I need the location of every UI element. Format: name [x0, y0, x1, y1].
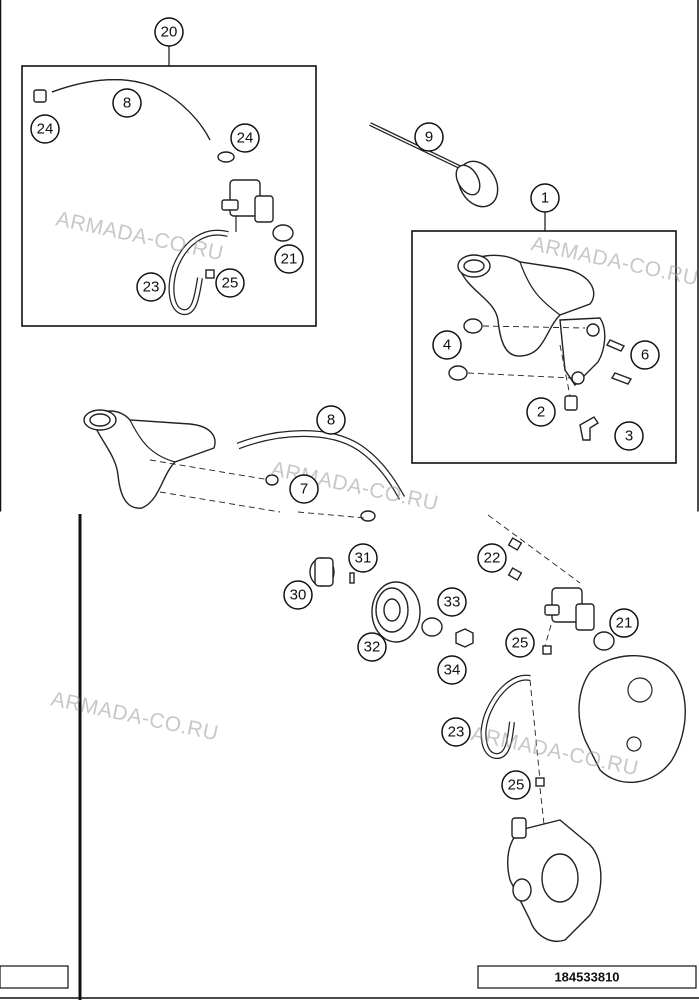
callout-22: 22	[477, 543, 507, 573]
engine-cover	[578, 655, 686, 784]
oil-pump-group	[309, 514, 615, 861]
svg-text:2: 2	[537, 404, 545, 421]
svg-text:4: 4	[443, 337, 451, 354]
callout-30: 30	[283, 580, 313, 610]
callout-8-inset: 8	[112, 88, 142, 118]
fitting-2	[564, 395, 578, 411]
watermark-4: ARMADA-CO.RU	[49, 687, 221, 745]
left-label-box	[0, 965, 69, 989]
gear-32	[371, 581, 421, 643]
clamp-25-inset	[205, 269, 215, 279]
screw-22-b	[507, 567, 523, 581]
svg-text:7: 7	[300, 481, 308, 498]
callout-24-left: 24	[30, 114, 60, 144]
svg-text:31: 31	[355, 550, 372, 567]
document-number: 184533810	[554, 970, 619, 985]
svg-text:6: 6	[641, 347, 649, 364]
callout-21-inset: 21	[274, 244, 304, 274]
clamp-25-main-upper	[542, 645, 552, 655]
o-ring-21-inset	[272, 224, 294, 242]
fuel-tap-main	[544, 587, 595, 631]
nut-34	[455, 628, 474, 648]
oil-tank-inset	[448, 254, 633, 441]
fuel-tap-inset	[221, 179, 274, 232]
callout-8-main: 8	[316, 405, 346, 435]
callout-33: 33	[437, 587, 467, 617]
hose-8-main	[236, 430, 406, 522]
svg-text:30: 30	[290, 587, 307, 604]
svg-text:21: 21	[281, 251, 298, 268]
callout-25-main-lower: 25	[501, 770, 531, 800]
svg-text:3: 3	[625, 428, 633, 445]
svg-text:9: 9	[425, 129, 433, 146]
svg-text:8: 8	[123, 95, 131, 112]
callout-7: 7	[289, 474, 319, 504]
svg-text:1: 1	[541, 190, 549, 207]
callout-32: 32	[357, 632, 387, 662]
clamp-24-left	[33, 89, 47, 103]
svg-text:34: 34	[444, 662, 461, 679]
callout-6: 6	[630, 340, 660, 370]
callout-21-main: 21	[609, 608, 639, 638]
svg-text:23: 23	[448, 724, 465, 741]
callout-3: 3	[614, 421, 644, 451]
callout-25-inset: 25	[215, 268, 245, 298]
carburettor	[507, 817, 602, 942]
svg-text:32: 32	[364, 639, 381, 656]
ring-33	[421, 617, 443, 637]
screw-6-upper	[605, 339, 626, 352]
elbow-3	[579, 416, 599, 441]
svg-text:25: 25	[512, 635, 529, 652]
svg-text:8: 8	[327, 412, 335, 429]
screw-22-a	[507, 537, 523, 551]
grommet-4-upper	[463, 318, 483, 334]
svg-text:23: 23	[143, 279, 160, 296]
svg-text:20: 20	[161, 24, 178, 41]
callout-9: 9	[414, 122, 444, 152]
inset20-parts	[33, 79, 294, 316]
svg-text:24: 24	[37, 121, 54, 138]
svg-text:25: 25	[508, 777, 525, 794]
screw-6-lower	[610, 372, 633, 385]
document-number-box: 184533810	[477, 965, 697, 989]
o-ring-21-main	[593, 631, 615, 651]
grommet-4-lower	[448, 365, 468, 381]
callout-23-inset: 23	[136, 272, 166, 302]
callout-2: 2	[526, 397, 556, 427]
clamp-25-main-lower	[535, 777, 545, 787]
callout-31: 31	[348, 543, 378, 573]
pin-31	[349, 572, 355, 584]
callout-24-right: 24	[230, 123, 260, 153]
bushing-30	[309, 557, 335, 587]
callout-25-main-upper: 25	[505, 628, 535, 658]
callout-34: 34	[437, 655, 467, 685]
inset-box-1	[411, 230, 677, 464]
svg-text:25: 25	[222, 275, 239, 292]
callout-4: 4	[432, 330, 462, 360]
callout-23-main: 23	[441, 717, 471, 747]
callout-20: 20	[154, 17, 184, 47]
svg-text:33: 33	[444, 594, 461, 611]
callout-1: 1	[530, 183, 560, 213]
svg-text:24: 24	[237, 130, 254, 147]
svg-text:22: 22	[484, 550, 501, 567]
clamp-24-right	[217, 151, 235, 163]
svg-text:21: 21	[616, 615, 633, 632]
oil-tank-main	[83, 409, 281, 513]
